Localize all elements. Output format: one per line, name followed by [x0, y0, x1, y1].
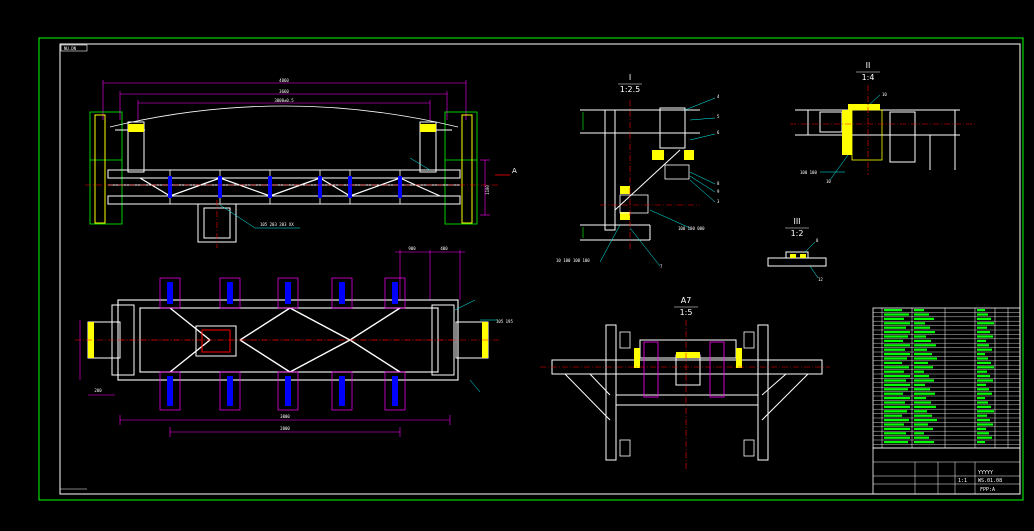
plan-view: 3000 2000 900 400 200 [75, 246, 513, 437]
svg-text:2000: 2000 [280, 426, 290, 431]
detail-ii-scale: 1:4 [862, 73, 875, 82]
svg-text:10: 10 [882, 92, 887, 97]
svg-text:100 100: 100 100 [800, 170, 817, 175]
section-a-scale: 1:5 [680, 308, 693, 317]
svg-text:3660: 3660 [279, 89, 289, 94]
svg-text:10 100 100 100: 10 100 100 100 [556, 258, 590, 263]
svg-text:900: 900 [408, 246, 416, 251]
hanger-nut-group [128, 124, 436, 132]
svg-text:4: 4 [717, 94, 720, 99]
svg-text:10: 10 [826, 179, 831, 184]
parts-list [872, 307, 1021, 449]
svg-text:3: 3 [717, 199, 720, 204]
title-code: YYYYY [978, 470, 993, 476]
detail-ii-title: II [866, 61, 871, 70]
svg-text:9: 9 [717, 189, 720, 194]
drawing-frame: NU.DN [38, 37, 1024, 501]
detail-iii-scale: 1:2 [791, 229, 804, 238]
svg-text:8: 8 [816, 238, 819, 243]
svg-text:8: 8 [717, 181, 720, 186]
title-block: YYYYY WS.01.08 1:1 FPP:A [872, 447, 1021, 495]
sheet-label: FPP:A [980, 487, 995, 493]
detail-i-nuts [620, 150, 694, 220]
detail-iii-title: III [793, 217, 800, 226]
drawing-number: WS.01.08 [978, 478, 1002, 484]
svg-text:1100: 1100 [485, 185, 490, 195]
front-view-bolts [168, 176, 402, 198]
section-a: A7 1:5 [540, 296, 830, 470]
detail-iii: III 1:2 8 12 [767, 217, 827, 282]
detail-i: I 1:2.5 [556, 73, 720, 269]
section-mark-a: A [512, 167, 517, 175]
svg-text:400: 400 [440, 246, 448, 251]
svg-text:4860: 4860 [279, 78, 289, 83]
front-view: 4860 3660 3000±0.5 1100 [85, 78, 517, 248]
svg-text:200: 200 [94, 388, 102, 393]
plan-view-bolts [167, 282, 398, 406]
svg-text:100 100 000: 100 100 000 [678, 226, 705, 231]
svg-text:105 195: 105 195 [496, 319, 513, 324]
section-a-title: A7 [681, 296, 692, 305]
detail-ii: II 1:4 10 100 100 10 [790, 61, 975, 184]
svg-text:7: 7 [660, 264, 663, 269]
svg-text:105 203 203 XX: 105 203 203 XX [260, 222, 294, 227]
scale-note: 1:1 [958, 478, 967, 484]
detail-i-title: I [629, 73, 631, 82]
svg-text:3000: 3000 [280, 414, 290, 419]
svg-text:3000±0.5: 3000±0.5 [274, 98, 294, 103]
detail-i-scale: 1:2.5 [620, 85, 641, 94]
svg-text:12: 12 [818, 277, 823, 282]
corner-tag: NU.DN [64, 46, 77, 51]
front-view-dimensions [102, 80, 490, 216]
svg-text:6: 6 [717, 130, 720, 135]
svg-text:5: 5 [717, 114, 720, 119]
